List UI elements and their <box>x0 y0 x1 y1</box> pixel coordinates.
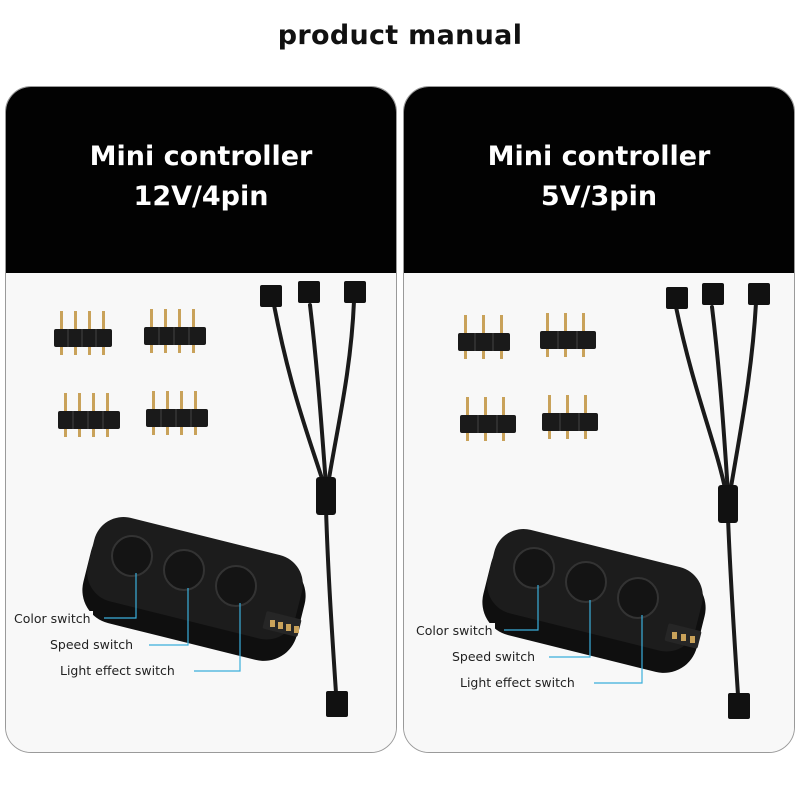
callout-lines <box>504 585 643 684</box>
panel-body: Color switch Speed switch Light effect s… <box>404 273 794 752</box>
page-title: product manual <box>277 20 523 51</box>
product-illustration <box>458 283 770 719</box>
panel-title: Mini controller 12V/4pin <box>6 137 396 217</box>
speed-switch-label: Speed switch <box>450 649 538 664</box>
mini-controller <box>82 517 306 661</box>
cable-plug <box>666 283 770 719</box>
panel-title-line1: Mini controller <box>487 141 711 172</box>
panel-5v-3pin: Mini controller 5V/3pin <box>403 86 795 753</box>
pin-header-connector <box>58 393 120 437</box>
pin-header-connector <box>458 315 510 359</box>
color-switch-label: Color switch <box>12 611 93 626</box>
panel-title: Mini controller 5V/3pin <box>404 137 794 217</box>
light-effect-switch-label: Light effect switch <box>458 675 577 690</box>
splitter-cable <box>674 301 758 697</box>
pin-header-connector <box>144 309 206 353</box>
light-effect-switch-label: Light effect switch <box>58 663 177 678</box>
panel-title-line1: Mini controller <box>89 141 313 172</box>
speed-switch-label: Speed switch <box>48 637 136 652</box>
panel-header: Mini controller 5V/3pin <box>404 87 794 273</box>
cable-plug <box>260 281 366 717</box>
panel-12v-4pin: Mini controller 12V/4pin <box>5 86 397 753</box>
panel-header: Mini controller 12V/4pin <box>6 87 396 273</box>
mini-controller <box>482 529 706 673</box>
pin-header-connector <box>540 313 596 357</box>
pin-header-connector <box>542 395 598 439</box>
pin-header-connector <box>460 397 516 441</box>
color-switch-label: Color switch <box>414 623 495 638</box>
product-illustration <box>54 281 366 717</box>
pin-header-connector <box>54 311 112 355</box>
panel-body: Color switch Speed switch Light effect s… <box>6 273 396 752</box>
splitter-cable <box>272 299 356 695</box>
callout-lines <box>104 573 241 672</box>
panel-title-line2: 5V/3pin <box>540 181 658 212</box>
pin-header-connector <box>146 391 208 435</box>
panel-title-line2: 12V/4pin <box>133 181 269 212</box>
